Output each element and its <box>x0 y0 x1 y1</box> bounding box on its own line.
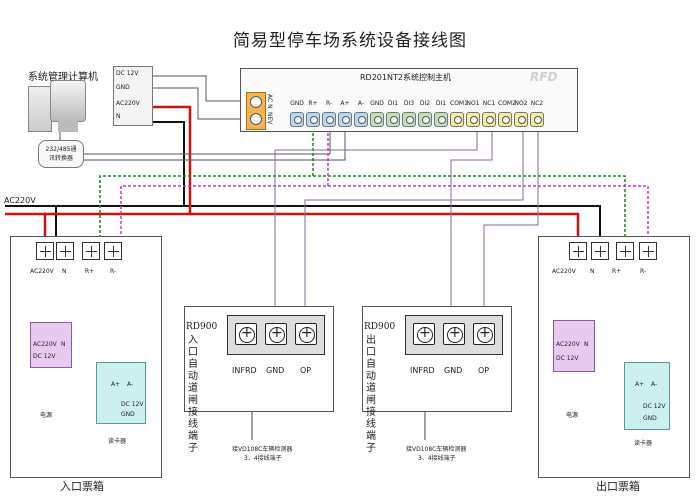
r-minus-magenta-dashed <box>120 128 649 242</box>
ctl-terminal <box>402 112 416 127</box>
exit-top-label-ac: AC220V <box>552 268 576 275</box>
exit-gate-terminal-block <box>362 306 512 412</box>
entry-gate-terminal-block <box>184 306 334 412</box>
entry-top-label-r-plus: R+ <box>85 268 95 275</box>
exit-gate-desc: 出口自动道闸接线端子 <box>366 335 376 454</box>
exit-power-supply: AC220V N DC 12V <box>553 320 595 372</box>
ctl-label-a-minus: A- <box>357 100 365 107</box>
ctl-terminal <box>370 112 384 127</box>
entry-gate-label-op: OP <box>300 366 312 375</box>
r-plus-green-dashed <box>99 128 626 242</box>
entry-gate-label-infrd: INFRD <box>232 366 257 375</box>
exit-gate-label-gnd: GND <box>444 366 463 375</box>
exit-top-label-r-plus: R+ <box>612 268 622 275</box>
ctl-terminal <box>354 112 368 127</box>
exit-top-label-r-minus: R- <box>640 268 647 275</box>
entry-box-label: 入口票箱 <box>60 480 104 493</box>
ctl-label-no2: NO2 <box>514 100 528 107</box>
ctl-terminal <box>482 112 496 127</box>
pc-label: 系统管理计算机 <box>28 72 98 83</box>
ctl-label-no1: NO1 <box>466 100 480 107</box>
ctl-label-nc1: NC1 <box>482 100 496 107</box>
entry-top-label-r-minus: R- <box>110 268 117 275</box>
gate-control-lines <box>274 128 539 325</box>
ctl-terminal <box>290 112 304 127</box>
controller-power-terminals <box>246 92 266 130</box>
ctl-terminal <box>450 112 464 127</box>
exit-gate-note-1: 接VD108C车辆检测器 <box>406 446 467 453</box>
ctl-label-nc2: NC2 <box>530 100 544 107</box>
ctl-terminal <box>306 112 320 127</box>
entry-power-supply: AC220V N DC 12V <box>30 322 72 368</box>
ctl-terminal <box>530 112 544 127</box>
ac-main-label: AC220V <box>4 196 36 205</box>
entry-gate-desc: 入口自动道闸接线端子 <box>188 335 198 454</box>
ac-bus-black <box>5 121 601 242</box>
exit-gate-label-op: OP <box>478 366 490 375</box>
ctl-terminal <box>498 112 512 127</box>
ctl-terminal <box>386 112 400 127</box>
entry-gate-note-2: 3、4接线端子 <box>244 455 282 462</box>
ctl-label-a-plus: A+ <box>340 100 350 107</box>
psu-power-lines <box>152 75 247 120</box>
entry-top-terminals <box>36 242 140 262</box>
exit-box-label: 出口票箱 <box>596 480 640 493</box>
ctl-terminal <box>418 112 432 127</box>
ctl-label-di1-2: DI1 <box>435 100 447 107</box>
ctl-label-gnd: GND <box>290 100 304 107</box>
ctl-label-di2: DI2 <box>419 100 431 107</box>
entry-top-label-n: N <box>62 268 67 275</box>
ctl-label-com2: COM2 <box>498 100 516 107</box>
exit-card-reader: A+ A- DC 12V GND <box>624 362 670 430</box>
controller-power-label-1: AC N <box>266 94 273 109</box>
exit-top-terminals <box>569 242 673 262</box>
ctl-label-r-minus: R- <box>325 100 333 107</box>
ctl-terminal <box>466 112 480 127</box>
controller-power-label-2: NEV <box>266 112 273 125</box>
psu-top: DC 12V GND AC220V N <box>113 66 153 126</box>
exit-top-label-n: N <box>590 268 595 275</box>
entry-power-label: 电源 <box>40 412 53 419</box>
diagram-title: 简易型停车场系统设备接线图 <box>233 31 467 51</box>
entry-top-label-ac: AC220V <box>30 268 54 275</box>
computer-icon <box>28 80 88 136</box>
exit-reader-label: 读卡器 <box>634 440 653 447</box>
exit-gate-label-infrd: INFRD <box>410 366 435 375</box>
ctl-terminal <box>322 112 336 127</box>
exit-gate-note-2: 3、4接线端子 <box>418 455 456 462</box>
ctl-terminal <box>338 112 352 127</box>
entry-reader-label: 读卡器 <box>108 438 127 445</box>
ctl-terminal <box>514 112 528 127</box>
ctl-label-r-plus: R+ <box>308 100 318 107</box>
ctl-label-di1: DI1 <box>387 100 399 107</box>
ctl-label-di3: DI3 <box>403 100 415 107</box>
rs232-485-converter: 232/485通 讯转换器 <box>38 140 84 168</box>
rfd-logo: RFD <box>530 70 558 84</box>
ctl-terminal <box>434 112 448 127</box>
ctl-label-com1: COM1 <box>450 100 468 107</box>
entry-gate-label-gnd: GND <box>266 366 285 375</box>
ctl-label-gnd-2: GND <box>370 100 384 107</box>
exit-gate-model: RD900 <box>364 322 396 332</box>
entry-gate-model: RD900 <box>186 322 218 332</box>
controller-title: RD201NT2系统控制主机 <box>360 73 451 82</box>
entry-card-reader: A+ A- DC 12V GND <box>96 362 146 424</box>
entry-gate-note-1: 接VD108C车辆检测器 <box>232 446 293 453</box>
exit-power-label: 电源 <box>566 412 579 419</box>
